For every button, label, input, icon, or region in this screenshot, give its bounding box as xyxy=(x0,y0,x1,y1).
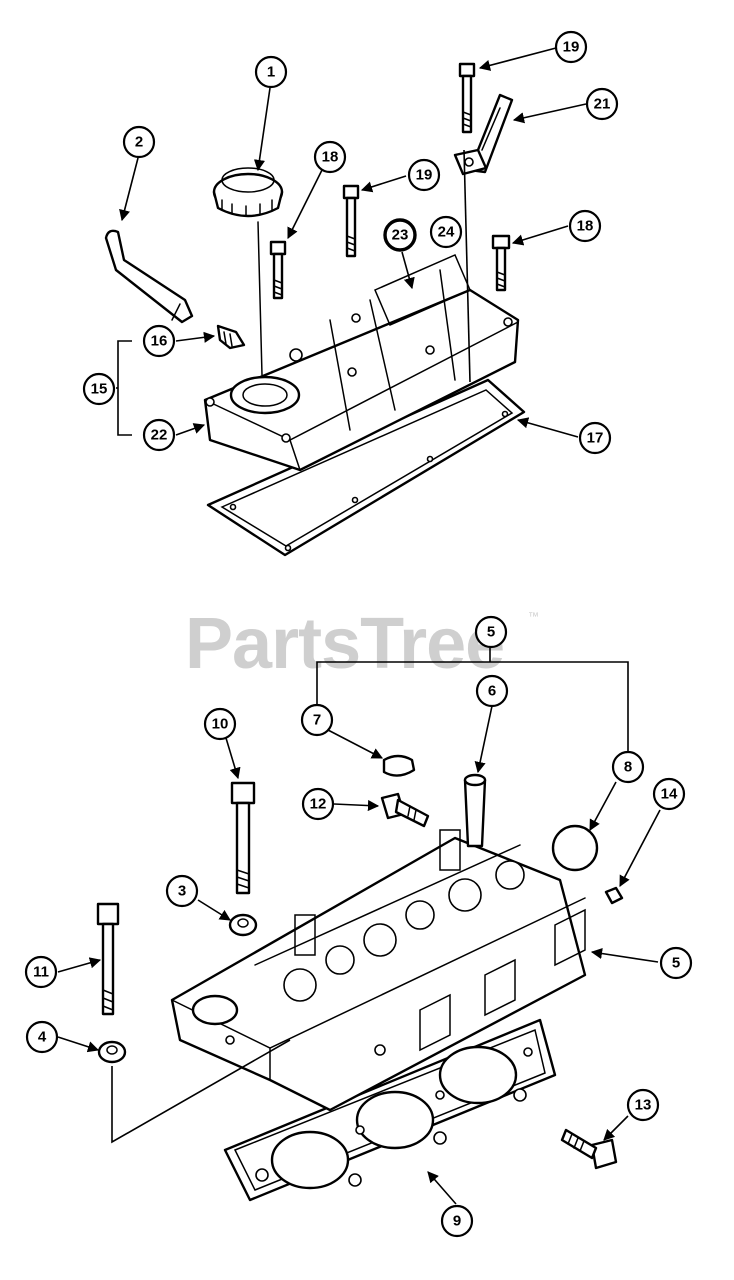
callout-10-label: 10 xyxy=(212,716,229,733)
callout-17[interactable]: 17 xyxy=(578,421,612,455)
cover-bolt-long-center xyxy=(342,184,360,258)
callout-12[interactable]: 12 xyxy=(301,787,335,821)
callout-15[interactable]: 15 xyxy=(82,372,116,406)
callout-19-center[interactable]: 19 xyxy=(407,158,441,192)
callout-5-top-label: 5 xyxy=(487,624,495,641)
callout-14[interactable]: 14 xyxy=(652,777,686,811)
callout-11[interactable]: 11 xyxy=(24,955,58,989)
cylinder-head-gasket xyxy=(223,1018,557,1202)
callout-3-label: 3 xyxy=(178,883,186,900)
callout-1[interactable]: 1 xyxy=(254,55,288,89)
gasket-bolt xyxy=(560,1128,618,1170)
pipe-plug xyxy=(604,886,624,905)
callout-8[interactable]: 8 xyxy=(611,750,645,784)
lifting-bracket xyxy=(453,93,514,176)
hose-fitting xyxy=(216,324,246,350)
washer-upper xyxy=(228,913,258,937)
callout-10[interactable]: 10 xyxy=(203,707,237,741)
callout-16[interactable]: 16 xyxy=(142,324,176,358)
watermark-trademark: ™ xyxy=(528,611,539,623)
callout-24[interactable]: 24 xyxy=(429,215,463,249)
callout-13-label: 13 xyxy=(635,1097,652,1114)
callout-24-label: 24 xyxy=(438,224,455,241)
callout-5-right[interactable]: 5 xyxy=(659,946,693,980)
callout-23-label: 23 xyxy=(392,227,409,244)
watermark: PartsTree ™ xyxy=(185,604,539,684)
leader-lines xyxy=(57,47,661,1205)
callout-18-left[interactable]: 18 xyxy=(313,140,347,174)
callout-4-label: 4 xyxy=(38,1029,47,1046)
callout-22-label: 22 xyxy=(151,427,168,444)
callout-17-label: 17 xyxy=(587,430,604,447)
callout-5-right-label: 5 xyxy=(672,955,680,972)
callout-21-label: 21 xyxy=(594,96,611,113)
cover-bolt-right xyxy=(491,234,511,292)
valve-rocker-cover xyxy=(203,254,520,472)
head-bolt xyxy=(96,902,120,1016)
oil-filler-cap xyxy=(212,167,284,376)
callout-19-top-label: 19 xyxy=(563,39,580,56)
callout-7[interactable]: 7 xyxy=(300,703,334,737)
cover-bolt-long-top xyxy=(458,62,476,134)
callout-18-right-label: 18 xyxy=(577,218,594,235)
callout-5-top[interactable]: 5 xyxy=(474,615,508,649)
manifold-bolt xyxy=(380,792,430,828)
callout-15-label: 15 xyxy=(91,381,108,398)
breather-hose xyxy=(104,229,194,324)
callout-1-label: 1 xyxy=(267,64,275,81)
callout-19-top[interactable]: 19 xyxy=(554,30,588,64)
callout-13[interactable]: 13 xyxy=(626,1088,660,1122)
expansion-plug xyxy=(551,824,599,872)
callout-7-label: 7 xyxy=(313,712,321,729)
callout-6-label: 6 xyxy=(488,683,496,700)
cup-plug-small xyxy=(382,754,416,777)
callout-21[interactable]: 21 xyxy=(585,87,619,121)
washer-lower-leader xyxy=(111,1039,291,1144)
callout-19-center-label: 19 xyxy=(416,167,433,184)
callout-4[interactable]: 4 xyxy=(25,1020,59,1054)
callout-3[interactable]: 3 xyxy=(165,874,199,908)
callout-2[interactable]: 2 xyxy=(122,125,156,159)
callout-18-right[interactable]: 18 xyxy=(568,209,602,243)
callout-9[interactable]: 9 xyxy=(440,1204,474,1238)
callout-2-label: 2 xyxy=(135,134,143,151)
cover-bolt-left xyxy=(269,240,287,300)
cylinder-head xyxy=(170,829,587,1112)
callout-23[interactable]: 23 xyxy=(383,218,417,252)
callout-16-label: 16 xyxy=(151,333,168,350)
callout-18-left-label: 18 xyxy=(322,149,339,166)
callouts: 1 2 18 19 19 21 18 23 24 16 15 22 17 5 6… xyxy=(24,30,693,1238)
callout-12-label: 12 xyxy=(310,796,327,813)
valve-guide xyxy=(463,773,487,848)
watermark-text: PartsTree xyxy=(185,604,504,684)
callout-22[interactable]: 22 xyxy=(142,418,176,452)
head-bolt-long xyxy=(230,781,256,895)
callout-9-label: 9 xyxy=(453,1213,461,1230)
callout-6[interactable]: 6 xyxy=(475,674,509,708)
callout-11-label: 11 xyxy=(33,964,49,981)
callout-14-label: 14 xyxy=(661,786,678,803)
callout-8-label: 8 xyxy=(624,759,632,776)
